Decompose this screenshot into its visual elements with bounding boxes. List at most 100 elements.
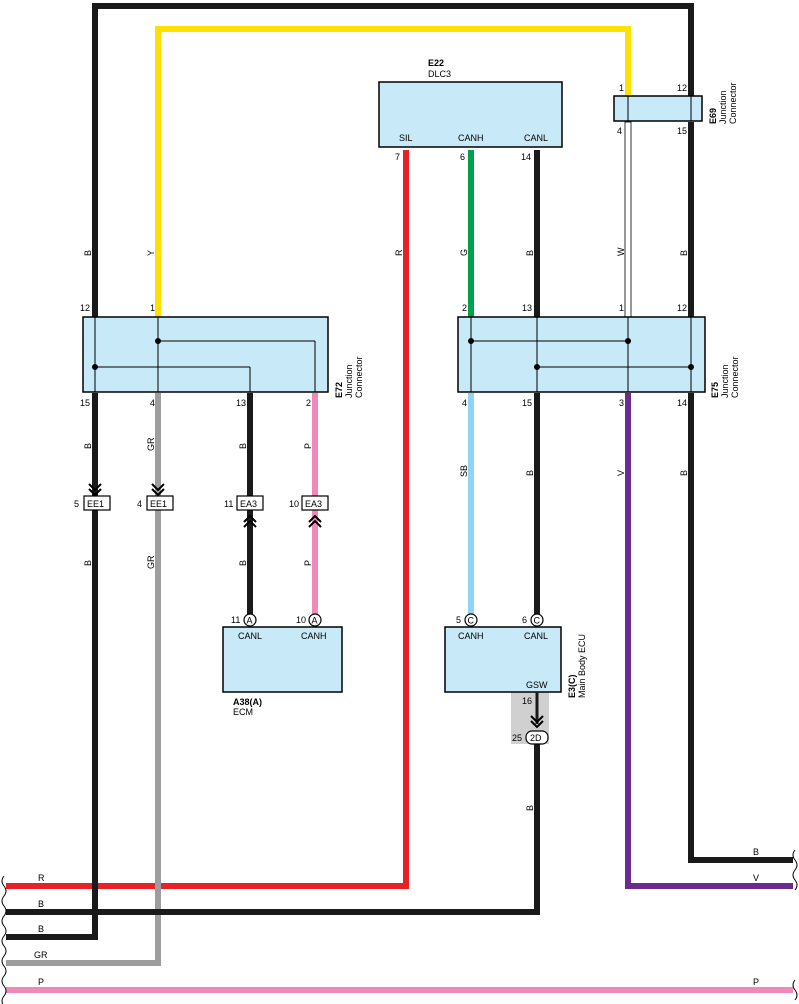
label-r: R xyxy=(394,249,404,256)
wire-gray xyxy=(6,393,161,966)
label-e75-15-b: B xyxy=(525,470,535,476)
label-e75-3-v: V xyxy=(616,470,626,476)
e75-pin-15: 15 xyxy=(522,398,532,408)
wire-black-top-loop xyxy=(92,3,694,317)
ecu-id: E3(C) xyxy=(567,674,577,698)
label-top-b: B xyxy=(83,250,93,256)
inline-ee1-pin-5: 5 xyxy=(74,499,79,509)
ecm-conn-a-2: A xyxy=(312,616,318,626)
ecu-gsw-label: GSW xyxy=(526,680,548,690)
wire-red xyxy=(6,150,409,889)
e72-splice-dot-2 xyxy=(155,338,161,344)
inline-ea3-name-1: EA3 xyxy=(240,499,257,509)
dlc3-id: E22 xyxy=(428,58,444,68)
wire-white xyxy=(624,121,632,318)
bus-right-p: P xyxy=(753,977,759,987)
bus-labels: R B B GR P B V P xyxy=(34,847,759,987)
bus-right-b: B xyxy=(753,847,759,857)
right-break-mark-2 xyxy=(792,979,798,1001)
ecm-name: ECM xyxy=(233,707,253,717)
dlc3-pin-7: 7 xyxy=(395,152,400,162)
inline-ee1-name-1: EE1 xyxy=(87,499,104,509)
bus-left-b-1: B xyxy=(38,899,44,909)
e75-name1: Junction xyxy=(720,364,730,398)
ecm-id: A38(A) xyxy=(233,697,262,707)
e75-splice-dot-4 xyxy=(688,364,694,370)
gsw-chevron xyxy=(530,715,544,729)
ecm-component: A A 11 10 CANL CANH A38(A) ECM xyxy=(222,613,343,717)
inline-ea3-pin-10: 10 xyxy=(289,499,299,509)
e75-pin-14: 14 xyxy=(677,398,687,408)
ecu-conn-2d: 2D xyxy=(530,733,542,743)
dlc3-pin-canh-name: CANH xyxy=(458,133,484,143)
inline-ea3-name-2: EA3 xyxy=(305,499,322,509)
e75-junction-connector: 2 13 1 12 4 15 3 14 E75 Junction Connect… xyxy=(457,303,740,408)
e72-pin-13: 13 xyxy=(236,398,246,408)
dlc3-pin-canl-name: CANL xyxy=(524,133,548,143)
e75-splice-dot-3 xyxy=(534,364,540,370)
label-e72-4-gr: GR xyxy=(146,437,156,451)
e72-pin-12: 12 xyxy=(80,303,90,313)
e75-splice-dot-1 xyxy=(468,338,474,344)
e72-pin-2: 2 xyxy=(306,398,311,408)
e72-name2: Connector xyxy=(354,356,364,398)
e72-pin-15: 15 xyxy=(80,398,90,408)
ee1-chevron-2 xyxy=(151,483,165,497)
label-e75-14-b: B xyxy=(679,470,689,476)
ea3-chevron-1 xyxy=(243,514,257,528)
ecu-pin-5: 5 xyxy=(456,615,461,625)
ecm-pin-10: 10 xyxy=(296,615,306,625)
ecm-pin-canh-name: CANH xyxy=(301,631,327,641)
bus-left-b-2: B xyxy=(38,924,44,934)
label-e72-15-b: B xyxy=(83,443,93,449)
ecm-pin-canl-name: CANL xyxy=(238,631,262,641)
label-top-y: Y xyxy=(146,250,156,256)
e75-pin-13: 13 xyxy=(522,303,532,313)
e69-pin-1: 1 xyxy=(619,83,624,93)
label-e69-b: B xyxy=(679,250,689,256)
label-w: W xyxy=(616,247,626,256)
bus-right-v: V xyxy=(753,873,759,883)
e75-id: E75 xyxy=(710,382,720,398)
dlc3-pin-14: 14 xyxy=(521,152,531,162)
main-body-ecu-component: C C 5 6 CANH CANL GSW 16 2D 25 E3(C) Mai… xyxy=(444,613,587,745)
dlc3-connector: E22 DLC3 SIL CANH CANL 7 6 14 xyxy=(378,58,563,162)
wire-color-labels: B Y R G B W B B GR B P B GR B P SB B V B… xyxy=(83,247,689,811)
bus-left-p: P xyxy=(38,977,44,987)
label-e75-4-sb: SB xyxy=(459,465,469,477)
ecm-pin-11: 11 xyxy=(231,615,240,625)
label-ea3-b: B xyxy=(238,560,248,566)
wire-violet xyxy=(625,393,793,889)
ea3-chevron-2 xyxy=(308,514,322,528)
wire-yellow xyxy=(155,26,631,317)
e69-junction-connector: 1 12 4 15 E69 Junction Connector xyxy=(613,82,738,136)
e69-name2: Connector xyxy=(728,82,738,124)
bus-left-gr: GR xyxy=(34,950,48,960)
e72-name1: Junction xyxy=(344,364,354,398)
label-g: G xyxy=(459,249,469,256)
label-gsw-b: B xyxy=(525,805,535,811)
e75-name2: Connector xyxy=(730,356,740,398)
ee1-chevron-1 xyxy=(88,483,102,497)
e75-pin-2: 2 xyxy=(462,303,467,313)
e72-id: E72 xyxy=(334,382,344,398)
label-ee1-b: B xyxy=(83,560,93,566)
e75-pin-12: 12 xyxy=(677,303,687,313)
wire-black-gsw xyxy=(6,744,540,915)
ecu-conn-c-2: C xyxy=(534,616,541,626)
e72-splice-dot-1 xyxy=(92,364,98,370)
label-canl-b: B xyxy=(525,250,535,256)
dlc3-pin-6: 6 xyxy=(460,152,465,162)
e75-pin-4: 4 xyxy=(462,398,467,408)
e75-pin-3: 3 xyxy=(619,398,624,408)
inline-ee1-pin-4: 4 xyxy=(137,499,142,509)
ecu-name: Main Body ECU xyxy=(577,634,587,698)
e69-pin-4: 4 xyxy=(617,126,622,136)
ecu-pin-canl-name: CANL xyxy=(524,631,548,641)
ecu-conn-c-1: C xyxy=(468,616,475,626)
e69-name1: Junction xyxy=(718,90,728,124)
ecu-pin-25: 25 xyxy=(512,733,522,743)
dlc3-pin-sil-name: SIL xyxy=(399,133,413,143)
ecu-pin-canh-name: CANH xyxy=(458,631,484,641)
e69-id: E69 xyxy=(708,108,718,124)
